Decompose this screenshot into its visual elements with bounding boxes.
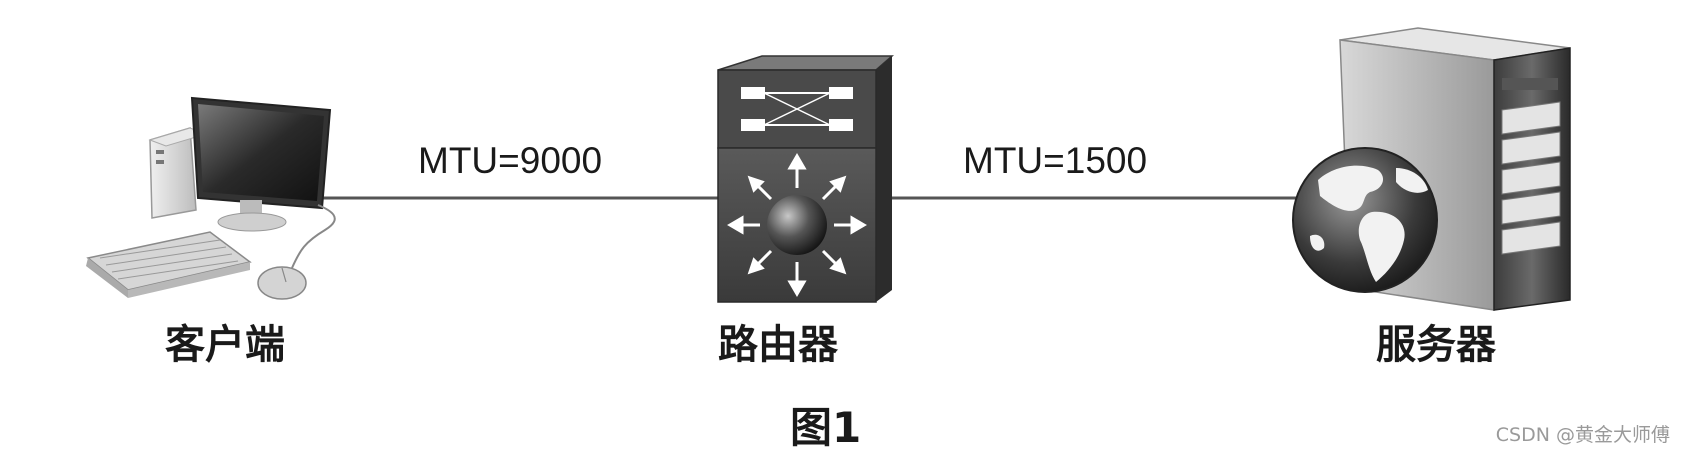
client-label: 客户端	[165, 321, 285, 368]
router-label: 路由器	[718, 321, 838, 368]
web-server-icon	[1292, 27, 1571, 311]
link-right-label: MTU=1500	[963, 140, 1148, 181]
desktop-computer-icon	[86, 96, 336, 300]
router-switch-icon	[717, 55, 894, 303]
server-label: 服务器	[1376, 321, 1496, 368]
figure-caption: 图1	[790, 403, 862, 452]
link-left-label: MTU=9000	[418, 140, 603, 181]
watermark: CSDN @黄金大师傅	[1495, 424, 1670, 446]
